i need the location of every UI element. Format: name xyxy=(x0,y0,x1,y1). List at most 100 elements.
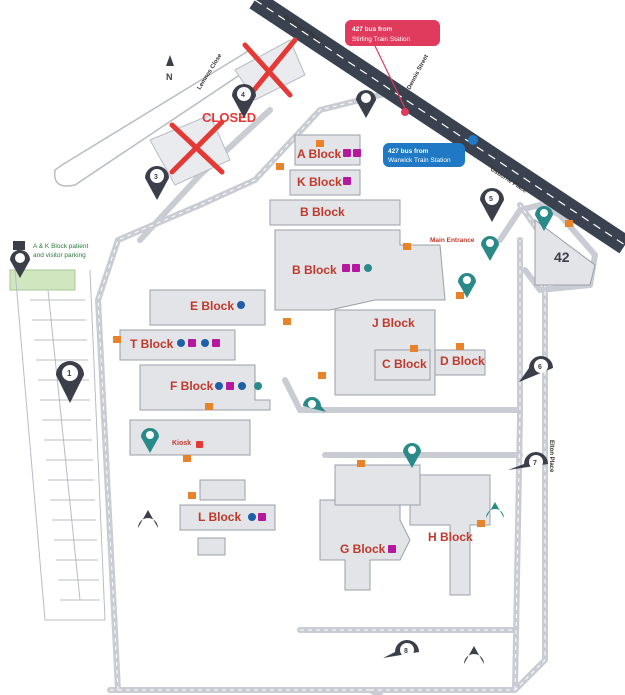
service-icon xyxy=(212,339,220,347)
service-icon xyxy=(388,545,396,553)
service-icons xyxy=(177,149,396,553)
bus-callout-warwick: 427 bus from Warwick Train Station xyxy=(383,143,465,167)
parking-bays-west xyxy=(14,269,106,621)
building-t xyxy=(119,329,236,361)
label-b-block-main: B Block xyxy=(292,263,337,277)
building-a xyxy=(294,134,361,166)
entrance-icon xyxy=(477,520,485,527)
car-park-number: 5 xyxy=(489,196,493,203)
internal-road-dashes xyxy=(97,89,546,691)
buildings xyxy=(119,134,596,596)
building-kiosk-wing xyxy=(129,419,251,456)
lemnos-close-road xyxy=(53,49,264,187)
label-a-block: A Block xyxy=(297,147,342,161)
bus-warwick-line1: 427 bus from xyxy=(388,148,429,155)
building-e xyxy=(149,289,266,326)
entrance-icon xyxy=(410,345,418,352)
service-icon xyxy=(342,264,350,272)
entrance-icon xyxy=(456,292,464,299)
label-h-block: H Block xyxy=(428,530,473,544)
osborne-place-road xyxy=(249,0,625,254)
accessible-parking-pin[interactable] xyxy=(535,206,553,231)
label-f-block: F Block xyxy=(170,379,214,393)
car-park-number: 1 xyxy=(67,369,72,378)
building-h-north xyxy=(334,464,421,506)
label-b-block-north: B Block xyxy=(300,205,345,219)
entrance-icon xyxy=(316,140,324,147)
parking-pin[interactable] xyxy=(10,250,30,278)
car-park-pin-7[interactable]: 7 xyxy=(508,452,548,470)
car-park-number: 7 xyxy=(533,460,537,467)
entrance-icon xyxy=(357,460,365,467)
building-b-north xyxy=(269,199,401,226)
building-l-annex xyxy=(199,479,246,501)
accessible-parking-pin[interactable] xyxy=(481,236,499,261)
service-icon xyxy=(201,339,209,347)
car-park-number: 4 xyxy=(241,92,245,99)
entrance-icon xyxy=(205,403,213,410)
entrance-markers xyxy=(113,140,573,527)
street-label-elton: Elton Place xyxy=(548,440,554,473)
service-icon xyxy=(353,149,361,157)
car-park-number: 3 xyxy=(154,174,158,181)
label-g-block: G Block xyxy=(340,542,386,556)
accessibility-icon xyxy=(237,301,245,309)
bus-stop-icon-stirling[interactable] xyxy=(401,108,409,116)
street-label-dennis: Dennis Street xyxy=(406,54,429,91)
entrance-icon xyxy=(113,336,121,343)
accessible-parking-pin[interactable] xyxy=(141,428,159,453)
closed-car-park-4 xyxy=(234,37,306,101)
entrance-icon xyxy=(188,492,196,499)
service-icon xyxy=(343,177,351,185)
car-park-pin-1[interactable]: 1 xyxy=(56,361,84,403)
label-l-block: L Block xyxy=(198,510,241,524)
car-park-pin-8[interactable]: 8 xyxy=(383,640,419,658)
bus-warwick-line2: Warwick Train Station xyxy=(388,157,451,164)
parking-pin[interactable] xyxy=(356,90,376,118)
label-k-block: K Block xyxy=(297,175,342,189)
service-icon xyxy=(188,339,196,347)
car-park-pin-5[interactable]: 5 xyxy=(480,188,504,222)
car-park-pin-6[interactable]: 6 xyxy=(519,356,553,382)
accessible-parking-pin[interactable] xyxy=(303,397,326,412)
entrance-icon xyxy=(565,220,573,227)
entrance-icon xyxy=(456,343,464,350)
bus-callout-stirling: 427 bus from Stirling Train Station xyxy=(345,20,440,109)
bus-stirling-line1: 427 bus from xyxy=(352,26,393,33)
label-j-block: J Block xyxy=(372,316,415,330)
accessible-parking-pin[interactable] xyxy=(458,273,476,298)
label-e-block: E Block xyxy=(190,299,234,313)
service-icon xyxy=(258,513,266,521)
ak-parking-area[interactable] xyxy=(9,269,76,291)
ak-parking-line2: and visitor parking xyxy=(33,252,86,259)
label-c-block: C Block xyxy=(382,357,427,371)
service-icon xyxy=(343,149,351,157)
kiosk-icon xyxy=(196,441,203,448)
parking-pin[interactable] xyxy=(138,510,158,535)
parking-pin[interactable] xyxy=(464,646,484,671)
service-icon xyxy=(238,382,246,390)
building-g xyxy=(319,499,411,591)
accessible-parking-pin[interactable] xyxy=(403,443,421,468)
accessible-parking-pin[interactable] xyxy=(486,502,504,524)
building-k xyxy=(289,169,361,196)
label-d-block: D Block xyxy=(440,354,485,368)
accessibility-icon xyxy=(177,339,185,347)
car-park-number: 6 xyxy=(538,364,542,371)
label-main-entrance: Main Entrance xyxy=(430,237,475,244)
entrance-icon xyxy=(183,455,191,462)
closed-label: CLOSED xyxy=(202,110,256,125)
accessibility-icon xyxy=(215,382,223,390)
ak-parking-line1: A & K Block patient xyxy=(33,243,88,250)
building-h xyxy=(409,474,491,596)
bus-stirling-line2: Stirling Train Station xyxy=(352,36,411,43)
service-icon xyxy=(226,382,234,390)
bus-stop-icon[interactable] xyxy=(468,135,478,145)
building-f xyxy=(139,364,271,411)
service-icon xyxy=(364,264,372,272)
entrance-icon xyxy=(283,318,291,325)
car-park-pin-4[interactable]: 4 xyxy=(232,84,256,118)
entrance-icon xyxy=(403,243,411,250)
car-park-pin-3[interactable]: 3 xyxy=(145,166,169,200)
